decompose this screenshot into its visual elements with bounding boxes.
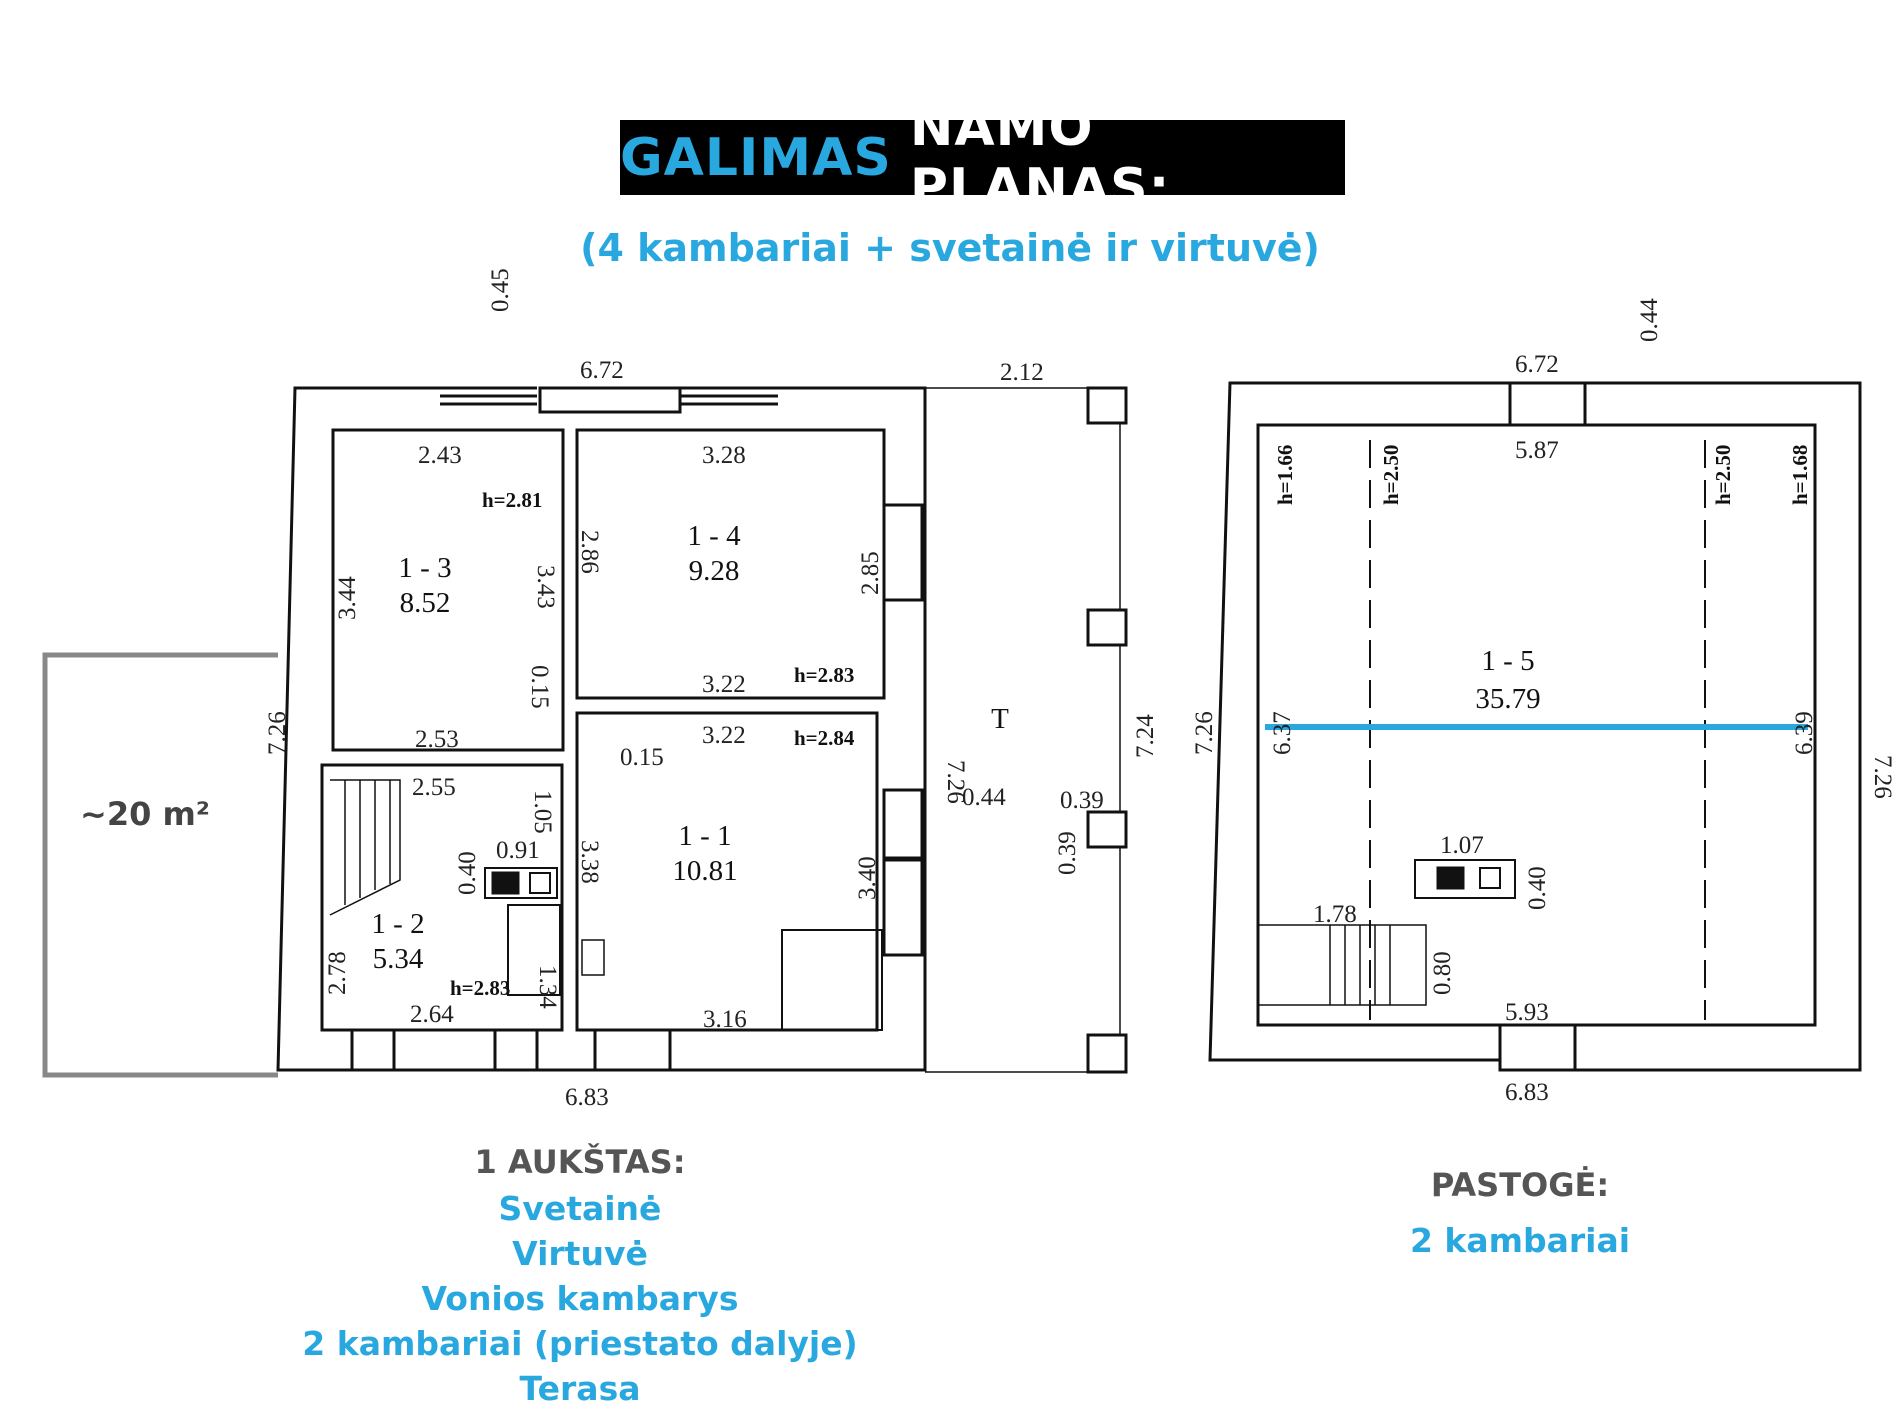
attic-dim-left-inner: 6.37 <box>1269 711 1296 755</box>
dim-r12-hall: 1.05 <box>529 790 556 834</box>
room-1-3-area: 8.52 <box>400 587 451 619</box>
floor1-item-5: Terasa <box>519 1369 641 1408</box>
attic-dim-chimney-h: 0.40 <box>1524 866 1551 910</box>
dim-r11-bottom: 3.16 <box>703 1006 747 1033</box>
dim-r13-right: 3.43 <box>532 565 559 609</box>
height-r14: h=2.83 <box>794 663 854 687</box>
dim-left-height: 7.26 <box>264 711 291 755</box>
dim-top-margin: 0.45 <box>487 268 514 312</box>
attic-item-1: 2 kambariai <box>1409 1221 1631 1260</box>
title-part-2: NAMO PLANAS: <box>909 97 1171 218</box>
attic-plan <box>1208 381 1862 1072</box>
title-part-1: GALIMAS <box>620 127 892 188</box>
dim-col-039a: 0.39 <box>1060 787 1104 814</box>
dim-r11-left: 3.38 <box>576 840 603 884</box>
attic-height-1: h=1.66 <box>1273 445 1297 505</box>
attic-dim-top-width: 6.72 <box>1515 351 1559 378</box>
attic-dim-left-height: 7.26 <box>1191 711 1218 755</box>
room-1-2-id: 1 - 2 <box>371 908 424 940</box>
dim-r13-top: 2.43 <box>418 442 462 469</box>
room-1-3-id: 1 - 3 <box>398 552 451 584</box>
floor1-item-3: Vonios kambarys <box>421 1279 739 1318</box>
dim-r12-left: 2.78 <box>324 951 351 995</box>
attic-caption: PASTOGĖ: 2 kambariai <box>1320 1160 1720 1263</box>
attic-dim-right-height: 7.26 <box>1869 755 1896 799</box>
dim-terrace-width: 2.12 <box>1000 359 1044 386</box>
attic-height-4: h=1.68 <box>1788 445 1812 505</box>
dim-r14-right: 2.85 <box>857 551 884 595</box>
attic-height-2: h=2.50 <box>1379 445 1403 505</box>
dim-r11-top: 3.22 <box>702 722 746 749</box>
dim-col-039b: 0.39 <box>1054 831 1081 875</box>
dim-r12-bottom: 2.64 <box>410 1001 454 1028</box>
room-1-4-area: 9.28 <box>689 555 740 587</box>
attic-dim-stair-w: 1.78 <box>1313 901 1357 928</box>
attic-dim-bottom-width: 6.83 <box>1505 1079 1549 1106</box>
dim-r12-chimney: 0.91 <box>496 837 540 864</box>
floor1-heading: 1 AUKŠTAS: <box>474 1143 686 1181</box>
floor1-caption: 1 AUKŠTAS: Svetainė Virtuvė Vonios kamba… <box>280 1138 880 1411</box>
room-1-1-id: 1 - 1 <box>678 820 731 852</box>
dim-r12-right: 1.34 <box>534 965 561 1009</box>
dim-r14-left: 2.86 <box>576 530 603 574</box>
attic-dim-chimney-w: 1.07 <box>1440 832 1484 859</box>
dim-wall-044: 0.44 <box>962 784 1006 811</box>
floor1-item-4: 2 kambariai (priestato dalyje) <box>302 1324 858 1363</box>
dim-top-width: 6.72 <box>580 357 624 384</box>
dim-r14-bottom: 3.22 <box>702 671 746 698</box>
dim-right-height: 7.24 <box>1132 714 1159 758</box>
attic-dim-top-margin: 0.44 <box>1636 298 1663 342</box>
attic-dim-inner-top: 5.87 <box>1515 437 1559 464</box>
room-1-4-id: 1 - 4 <box>687 520 741 552</box>
attic-dim-right-inner: 6.39 <box>1791 711 1818 755</box>
attic-height-3: h=2.50 <box>1711 445 1735 505</box>
page-title: GALIMAS NAMO PLANAS: <box>620 98 1345 218</box>
dim-r12-ch-h: 0.40 <box>454 851 481 895</box>
height-r13: h=2.81 <box>482 488 542 512</box>
room-1-2-area: 5.34 <box>373 943 424 975</box>
dim-r11-right: 3.40 <box>854 856 881 900</box>
floor1-item-2: Virtuvė <box>512 1234 648 1273</box>
dim-bottom-width: 6.83 <box>565 1084 609 1111</box>
dim-r13-bottom: 2.53 <box>415 726 459 753</box>
room-1-1-area: 10.81 <box>672 855 737 887</box>
floor1-item-1: Svetainė <box>498 1189 662 1228</box>
dim-r13-gap: 0.15 <box>526 665 553 709</box>
dim-r11-wall: 0.15 <box>620 744 664 771</box>
attic-dim-inner-bottom: 5.93 <box>1505 999 1549 1026</box>
room-1-5-area: 35.79 <box>1475 683 1540 715</box>
dim-r12-top: 2.55 <box>412 774 456 801</box>
dim-mid-height: 7.26 <box>942 760 969 804</box>
height-r12: h=2.83 <box>450 976 510 1000</box>
floor1-plan <box>42 386 1128 1078</box>
attic-dim-stair-h: 0.80 <box>1429 951 1456 995</box>
dim-r13-left: 3.44 <box>334 576 361 620</box>
terrace-letter: T <box>991 703 1009 735</box>
room-1-5-id: 1 - 5 <box>1481 645 1534 677</box>
page-subtitle: (4 kambariai + svetainė ir virtuvė) <box>580 226 1320 270</box>
height-r11: h=2.84 <box>794 726 855 750</box>
dim-r14-top: 3.28 <box>702 442 746 469</box>
attic-heading: PASTOGĖ: <box>1430 1166 1610 1204</box>
terrace-area-label: ~20 m² <box>80 795 210 833</box>
